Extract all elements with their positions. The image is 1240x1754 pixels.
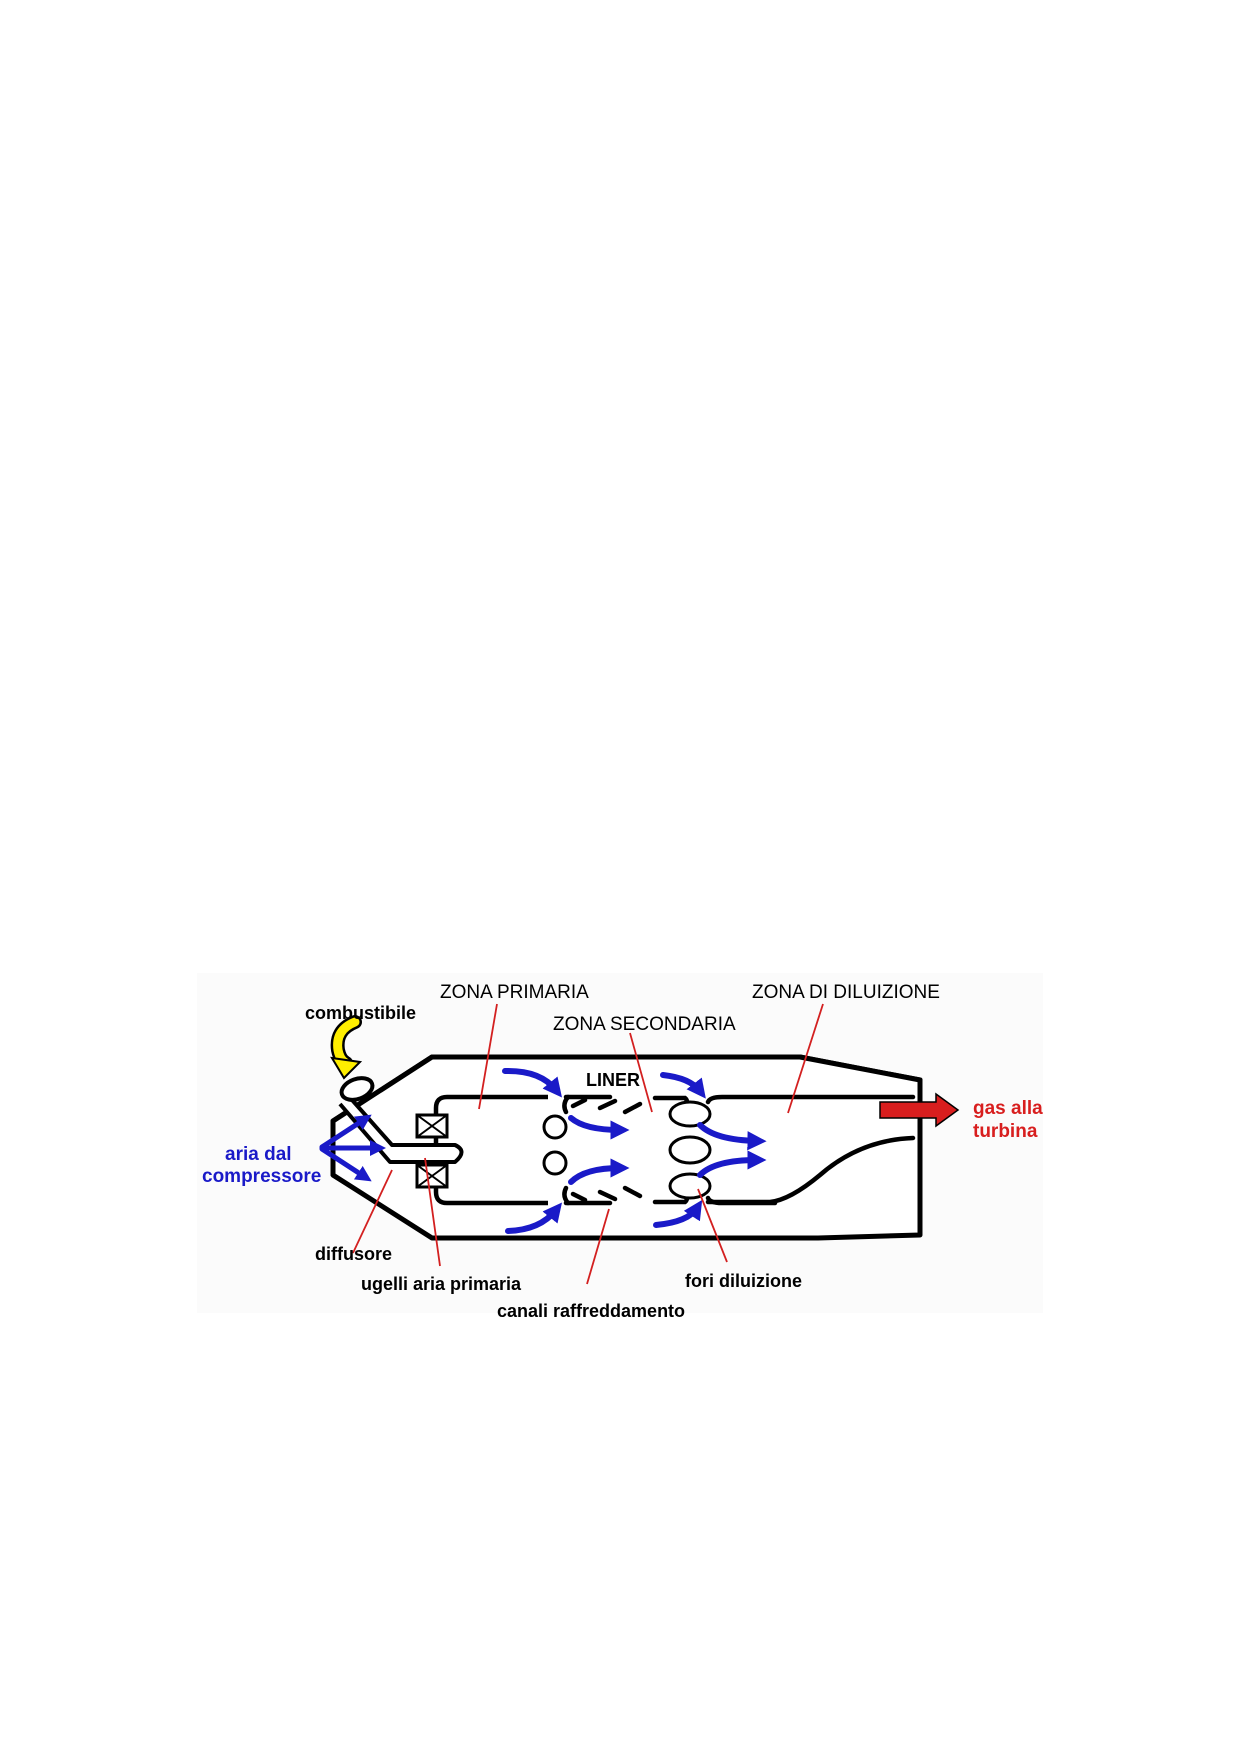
dilution-hole bbox=[668, 1135, 712, 1165]
fuel-pipe-inlet bbox=[339, 1076, 375, 1102]
label-diffusore: diffusore bbox=[315, 1244, 392, 1264]
exhaust-arrow-icon bbox=[879, 1092, 960, 1128]
air-inlet-arrows-icon bbox=[319, 1114, 387, 1182]
label-gas-line1: gas alla bbox=[973, 1098, 1043, 1119]
label-gas-line2: turbina bbox=[973, 1121, 1038, 1142]
dilution-hole bbox=[668, 1172, 712, 1200]
liner-dilution bbox=[705, 1094, 916, 1206]
liner-secondary-top bbox=[563, 1094, 690, 1115]
label-zona-secondaria: ZONA SECONDARIA bbox=[553, 1014, 736, 1035]
swirler-top bbox=[415, 1113, 449, 1139]
leader-lines bbox=[352, 1003, 824, 1285]
label-aria-line1: aria dal bbox=[225, 1144, 292, 1165]
label-zona-diluizione: ZONA DI DILUIZIONE bbox=[752, 982, 940, 1003]
label-liner: LINER bbox=[586, 1070, 640, 1090]
label-fori: fori diluizione bbox=[685, 1271, 802, 1291]
fuel-arrow-icon bbox=[330, 1015, 363, 1080]
primary-hole bbox=[542, 1150, 568, 1176]
primary-hole bbox=[542, 1114, 568, 1140]
liner-secondary-bottom bbox=[563, 1185, 690, 1206]
label-combustibile: combustibile bbox=[305, 1003, 416, 1023]
liner-channel-gap bbox=[562, 1094, 571, 1206]
label-canali: canali raffreddamento bbox=[497, 1301, 685, 1321]
air-flow-arrows-icon bbox=[502, 1067, 767, 1234]
label-ugelli: ugelli aria primaria bbox=[361, 1274, 522, 1294]
swirler-bottom bbox=[415, 1163, 449, 1189]
label-zona-primaria: ZONA PRIMARIA bbox=[440, 982, 589, 1003]
dilution-hole bbox=[668, 1100, 712, 1128]
transition-duct-wall bbox=[705, 1135, 916, 1205]
label-aria-line2: compressore bbox=[202, 1166, 321, 1187]
